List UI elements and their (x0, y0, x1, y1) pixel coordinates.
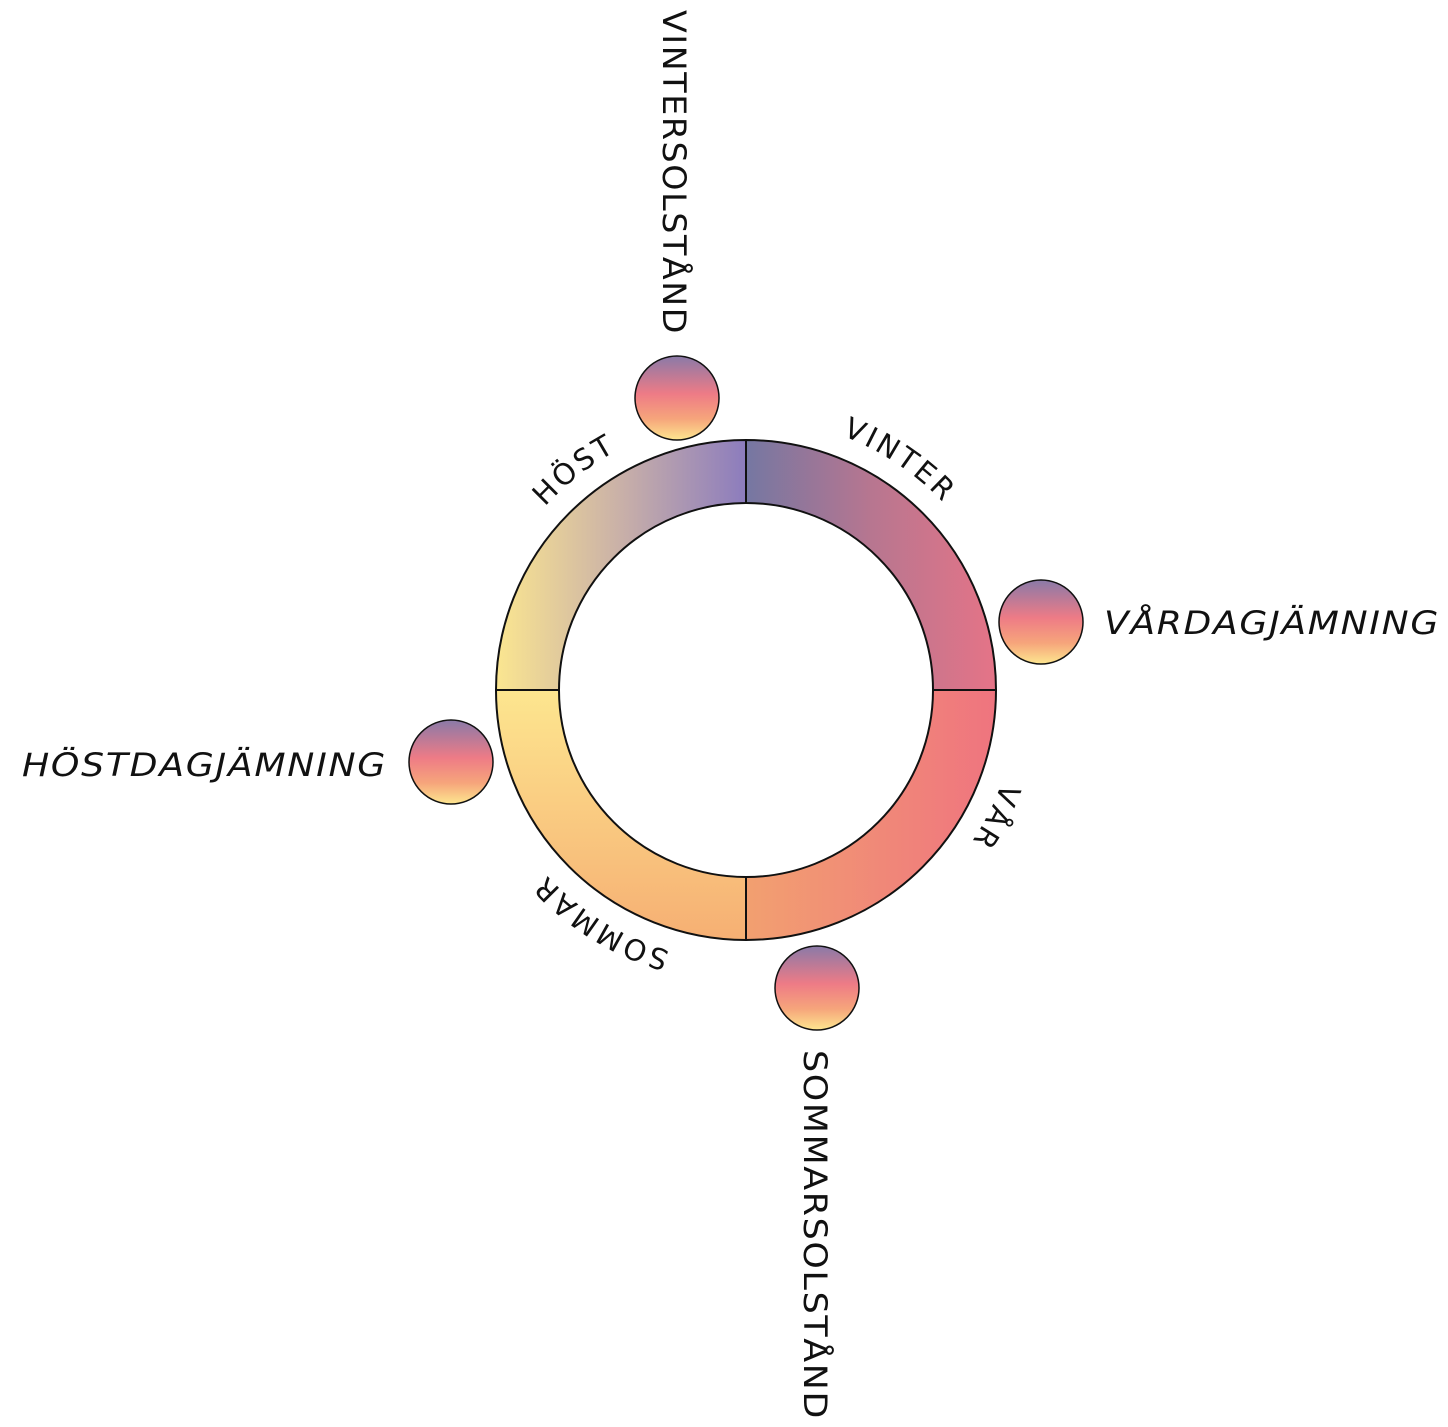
autumn-equinox-sun-icon (408, 719, 494, 805)
summer-segment (494, 689, 747, 942)
autumn-equinox-label: HÖSTDAGJÄMNING (22, 746, 387, 784)
spring-segment (745, 689, 998, 942)
spring-equinox-label: VÅRDAGJÄMNING (1104, 604, 1440, 642)
summer-solstice-label: SOMMARSOLSTÅND (796, 1050, 834, 1420)
autumn-segment (494, 438, 747, 691)
summer-solstice-sun-icon (774, 945, 860, 1031)
winter-segment (745, 438, 998, 691)
winter-solstice-label: VINTERSOLSTÅND (655, 10, 693, 335)
season-ring (494, 438, 998, 942)
spring-equinox-sun-icon (998, 579, 1084, 665)
winter-solstice-sun-icon (634, 355, 720, 441)
